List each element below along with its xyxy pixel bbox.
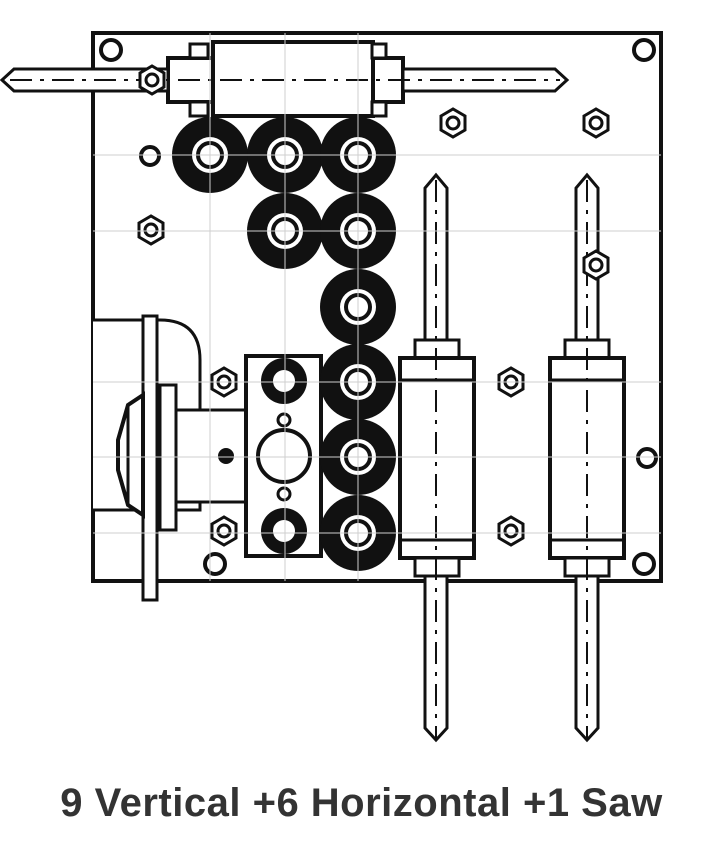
vertical-axis-spindle-left xyxy=(398,172,476,743)
saw-gearbox xyxy=(244,354,323,558)
center-lines xyxy=(93,33,661,581)
drill-head-diagram xyxy=(0,31,663,743)
vertical-axis-spindle-right xyxy=(548,172,626,743)
top-horizontal-spindle xyxy=(0,40,570,118)
caption: 9 Vertical +6 Horizontal +1 Saw xyxy=(60,781,663,825)
saw-unit xyxy=(93,314,248,602)
